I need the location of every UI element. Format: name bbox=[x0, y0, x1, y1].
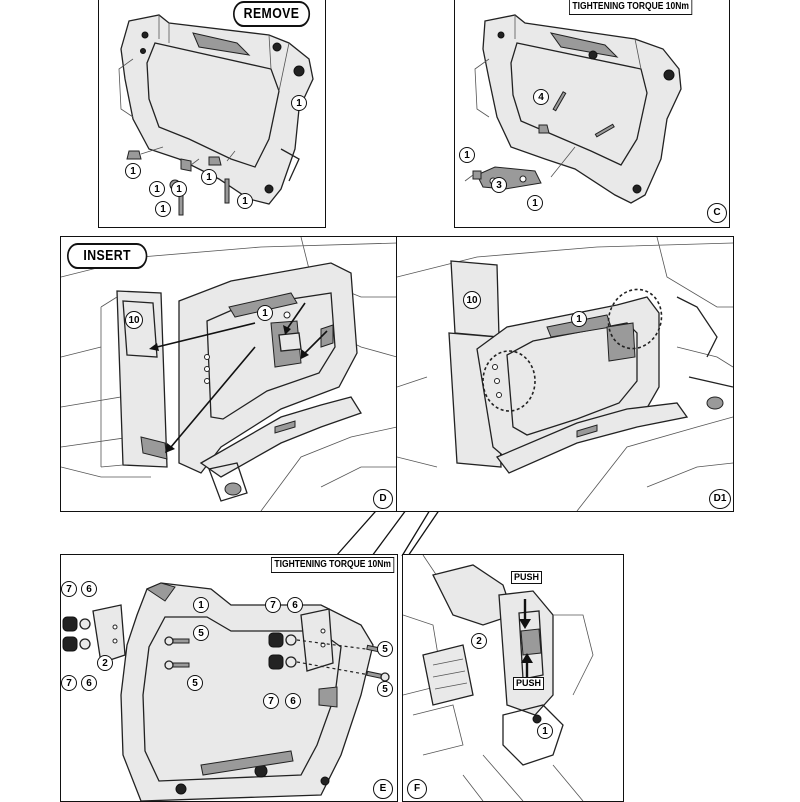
panel-d-corner-label: D bbox=[373, 489, 393, 509]
panel-f: PUSH PUSH 2 1 F bbox=[402, 554, 624, 802]
callout-1: 1 bbox=[571, 311, 587, 327]
callout-1: 1 bbox=[193, 597, 209, 613]
panel-c: TIGHTENING TORQUE 10Nm 4 1 3 1 C bbox=[454, 0, 730, 228]
callout-6: 6 bbox=[81, 675, 97, 691]
callout-1: 1 bbox=[149, 181, 165, 197]
inserted-illustration bbox=[397, 237, 733, 511]
push-label-top: PUSH bbox=[511, 571, 543, 584]
callout-7: 7 bbox=[265, 597, 281, 613]
callout-7: 7 bbox=[61, 675, 77, 691]
fixing-illustration bbox=[62, 582, 390, 801]
callout-6: 6 bbox=[285, 693, 301, 709]
torque-label: TIGHTENING TORQUE 10Nm bbox=[569, 0, 693, 15]
callout-1: 1 bbox=[459, 147, 475, 163]
remove-label: REMOVE bbox=[233, 1, 311, 27]
insert-illustration bbox=[61, 237, 397, 511]
callout-2: 2 bbox=[471, 633, 487, 649]
callout-3: 3 bbox=[491, 177, 507, 193]
panel-f-corner-label: F bbox=[407, 779, 427, 799]
callout-1: 1 bbox=[537, 723, 553, 739]
remove-frame-illustration bbox=[118, 14, 314, 216]
callout-7: 7 bbox=[61, 581, 77, 597]
callout-4: 4 bbox=[533, 89, 549, 105]
panel-d1: 10 1 D1 bbox=[396, 236, 734, 512]
callout-7: 7 bbox=[263, 693, 279, 709]
callout-1: 1 bbox=[155, 201, 171, 217]
callout-1: 1 bbox=[527, 195, 543, 211]
callout-1: 1 bbox=[257, 305, 273, 321]
push-label-bottom: PUSH bbox=[513, 677, 545, 690]
callout-5: 5 bbox=[193, 625, 209, 641]
panel-d1-corner-label: D1 bbox=[709, 489, 731, 509]
callout-5: 5 bbox=[377, 641, 393, 657]
callout-6: 6 bbox=[81, 581, 97, 597]
callout-1: 1 bbox=[237, 193, 253, 209]
tightening-frame-illustration bbox=[464, 14, 682, 204]
panel-c-corner-label: C bbox=[707, 203, 727, 223]
callout-10: 10 bbox=[125, 311, 143, 329]
insert-label: INSERT bbox=[67, 243, 148, 269]
callout-5: 5 bbox=[187, 675, 203, 691]
panel-e: TIGHTENING TORQUE 10Nm 7 6 2 7 6 1 5 5 7… bbox=[60, 554, 398, 802]
callout-10: 10 bbox=[463, 291, 481, 309]
panel-remove: REMOVE 1 1 1 1 1 1 1 bbox=[98, 0, 326, 228]
callout-2: 2 bbox=[97, 655, 113, 671]
panel-d: INSERT 10 1 D bbox=[60, 236, 398, 512]
callout-1: 1 bbox=[171, 181, 187, 197]
panel-e-corner-label: E bbox=[373, 779, 393, 799]
push-illustration bbox=[403, 555, 594, 801]
callout-6: 6 bbox=[287, 597, 303, 613]
callout-1: 1 bbox=[291, 95, 307, 111]
callout-5: 5 bbox=[377, 681, 393, 697]
callout-1: 1 bbox=[201, 169, 217, 185]
torque-label: TIGHTENING TORQUE 10Nm bbox=[271, 557, 395, 573]
callout-1: 1 bbox=[125, 163, 141, 179]
